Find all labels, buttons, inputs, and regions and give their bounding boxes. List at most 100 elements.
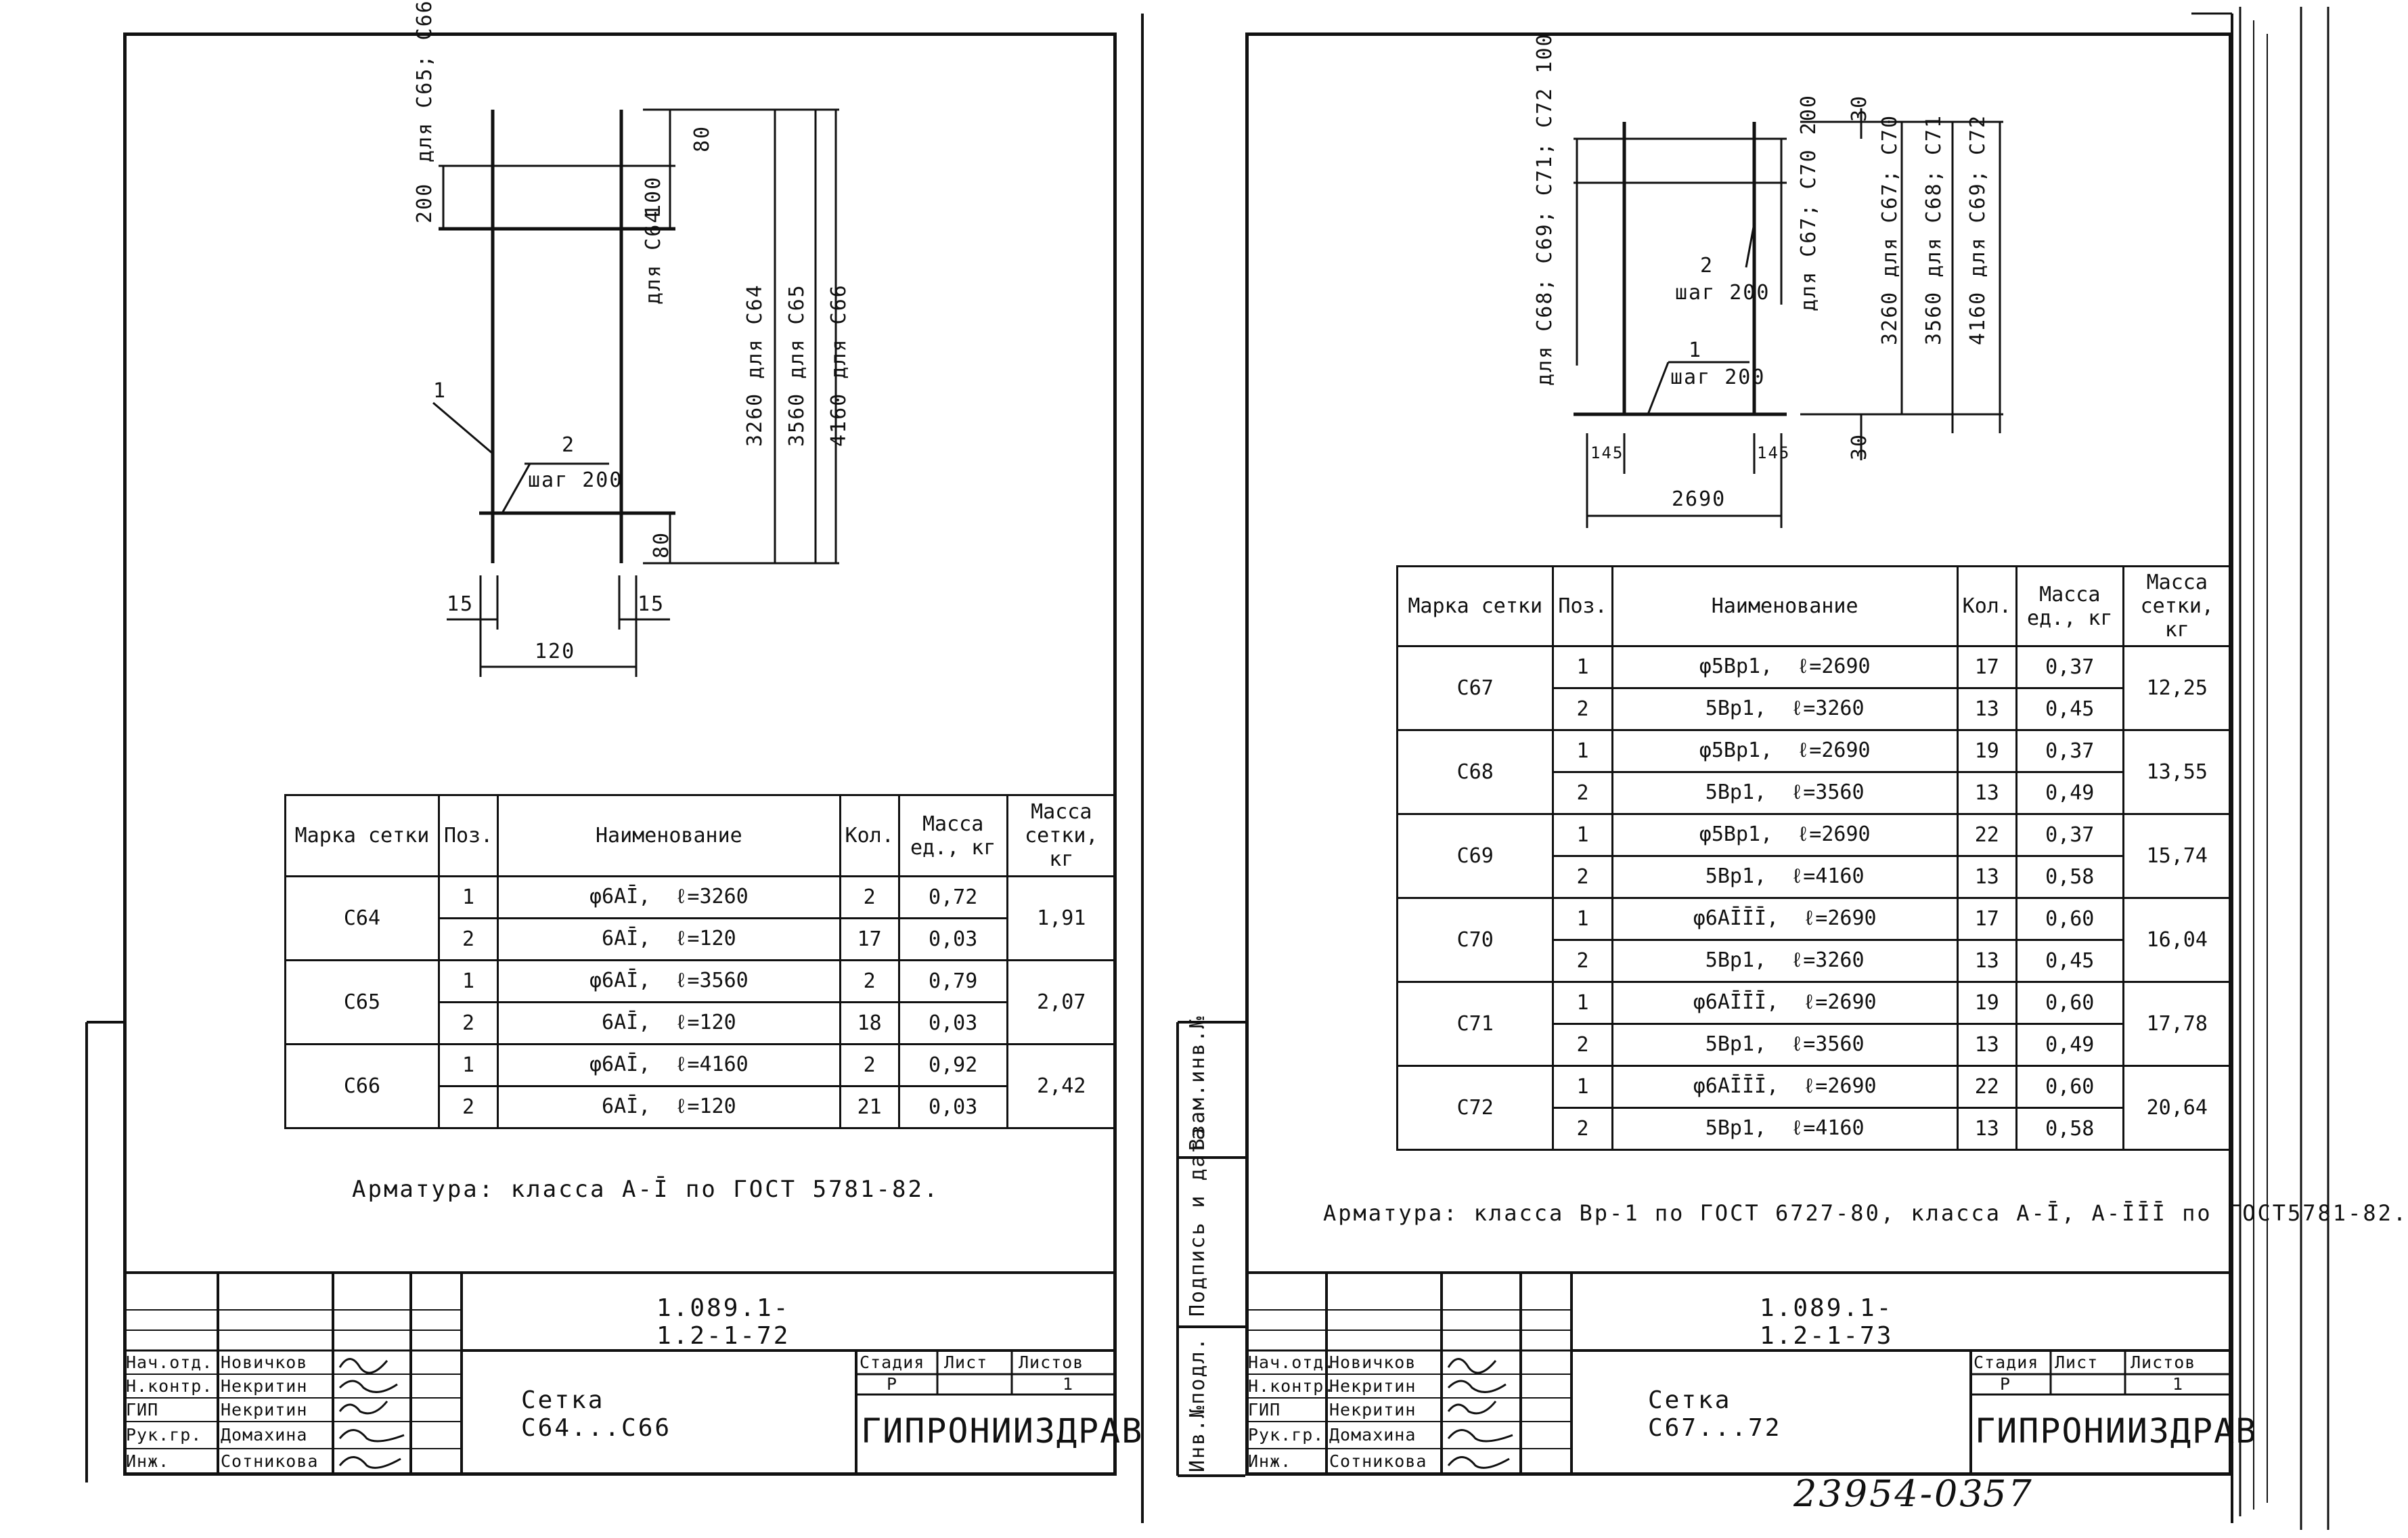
mass-cell: 0,58: [2015, 855, 2124, 899]
qty-cell: 17: [1956, 645, 2017, 689]
pos-cell: 1: [1552, 729, 1613, 773]
signer-role: Рук.гр.: [1248, 1425, 1324, 1445]
table-row: С64 1 φ6АĪ, ℓ=3260 2 0,72 1,91: [284, 875, 1117, 961]
table-row: 2 5Вр1, ℓ=3560 13 0,49: [1398, 771, 2231, 815]
qty-cell: 13: [1956, 1107, 2017, 1151]
mark-cell: С71: [1396, 981, 1555, 1067]
mass-cell: 0,03: [897, 1001, 1008, 1045]
table-row: С67 1 φ5Вр1, ℓ=2690 17 0,37 12,25: [1396, 645, 2233, 731]
left-signatures: [338, 1358, 405, 1469]
signer-name: Новичков: [1329, 1353, 1417, 1372]
mass-cell: 0,60: [2015, 897, 2124, 941]
qty-cell: 2: [839, 959, 900, 1003]
signer-name: Некритин: [1329, 1376, 1417, 1396]
name-cell: 5Вр1, ℓ=3560: [1611, 771, 1959, 815]
left-reinforcement-note: Арматура: класса А-Ī по ГОСТ 5781-82.: [352, 1176, 940, 1203]
pos-cell: 1: [1552, 897, 1613, 941]
name-cell: φ6АĪĪĪ, ℓ=2690: [1611, 981, 1959, 1025]
mass-cell: 0,45: [2015, 687, 2124, 731]
mass-cell: 0,37: [2015, 813, 2124, 857]
right-title-block-lines: [1245, 1271, 2232, 1476]
signer-role: ГИП: [1248, 1400, 1281, 1420]
pos-cell: 1: [1552, 981, 1613, 1025]
name-cell: φ6АĪ, ℓ=3260: [497, 875, 841, 919]
right-dim-145-right: 145: [1757, 443, 1791, 462]
table-row: 2 5Вр1, ℓ=4160 13 0,58: [1398, 1107, 2231, 1151]
left-stage-header: Стадия: [860, 1353, 925, 1372]
left-sheet-frame: [123, 32, 1117, 1476]
right-spec-table: Марка сетки Поз. Наименование Кол. Масса…: [1396, 565, 2233, 1151]
mass-cell: 0,60: [2015, 1065, 2124, 1109]
pos-cell: 2: [1552, 771, 1613, 815]
mass-cell: 0,60: [2015, 981, 2124, 1025]
right-doc-code: 1.089.1-1.2-1-73: [1760, 1294, 1894, 1350]
signer-name: Новичков: [221, 1353, 308, 1372]
signer-role: Нач.отд.: [1248, 1353, 1335, 1372]
handwritten-archive-code: 23954-03: [1793, 1472, 1985, 1515]
table-row: 2 6АĪ, ℓ=120 18 0,03: [286, 1001, 1116, 1045]
qty-cell: 17: [1956, 897, 2017, 941]
pos-cell: 2: [1552, 855, 1613, 899]
left-doc-title: Сетка С64...С66: [521, 1386, 672, 1442]
col-header-unit-mass: Масса ед., кг: [897, 794, 1008, 877]
handwritten-page-number: 57: [1983, 1472, 2034, 1515]
mass-cell: 0,03: [897, 917, 1008, 961]
table-row: 2 6АĪ, ℓ=120 21 0,03: [286, 1085, 1116, 1129]
mark-cell: С65: [284, 959, 440, 1045]
name-cell: 6АĪ, ℓ=120: [497, 1001, 841, 1045]
col-header-name: Наименование: [497, 794, 841, 877]
pos-cell: 1: [1552, 813, 1613, 857]
right-step1-label: шаг 200: [1670, 366, 1766, 389]
qty-cell: 13: [1956, 939, 2017, 983]
qty-cell: 13: [1956, 1023, 2017, 1067]
mark-cell: С64: [284, 875, 440, 961]
left-dim-15-right: 15: [638, 592, 665, 616]
qty-cell: 19: [1956, 729, 2017, 773]
signer-role: Нач.отд.: [126, 1353, 213, 1372]
col-header-mark: Марка сетки: [1396, 565, 1555, 647]
left-step-label: шаг 200: [528, 468, 623, 492]
pos-cell: 2: [437, 1001, 499, 1045]
mark-cell: С66: [284, 1043, 440, 1129]
left-doc-code: 1.089.1-1.2-1-72: [656, 1294, 790, 1350]
mass-cell: 0,03: [897, 1085, 1008, 1129]
total-cell: 2,07: [1006, 959, 1117, 1045]
signer-name: Некритин: [221, 1376, 308, 1396]
left-sheets-value: 1: [1063, 1374, 1074, 1394]
qty-cell: 21: [839, 1085, 900, 1129]
right-dim-145-left: 145: [1590, 443, 1624, 462]
pos-cell: 1: [437, 875, 499, 919]
total-cell: 2,42: [1006, 1043, 1117, 1129]
qty-cell: 13: [1956, 771, 2017, 815]
total-cell: 15,74: [2122, 813, 2233, 899]
name-cell: 5Вр1, ℓ=4160: [1611, 1107, 1959, 1151]
table-row: С66 1 φ6АĪ, ℓ=4160 2 0,92 2,42: [284, 1043, 1117, 1129]
right-pos2-label: 2: [1700, 254, 1714, 278]
mass-cell: 0,72: [897, 875, 1008, 919]
right-stage-value: Р: [2000, 1374, 2011, 1394]
qty-cell: 19: [1956, 981, 2017, 1025]
table-row: 2 5Вр1, ℓ=3260 13 0,45: [1398, 687, 2231, 731]
name-cell: φ6АĪ, ℓ=3560: [497, 959, 841, 1003]
right-signatures: [1447, 1358, 1513, 1469]
table-row: С69 1 φ5Вр1, ℓ=2690 22 0,37 15,74: [1396, 813, 2233, 899]
pos-cell: 2: [1552, 939, 1613, 983]
pos-cell: 2: [1552, 1023, 1613, 1067]
mass-cell: 0,37: [2015, 645, 2124, 689]
signer-role: ГИП: [126, 1400, 159, 1420]
signer-name: Сотникова: [1329, 1451, 1427, 1471]
col-header-total-mass: Масса сетки, кг: [1006, 794, 1117, 877]
name-cell: 5Вр1, ℓ=3260: [1611, 939, 1959, 983]
right-step2-label: шаг 200: [1675, 281, 1770, 305]
right-stage-header: Стадия: [1974, 1353, 2039, 1372]
table-row: С72 1 φ6АĪĪĪ, ℓ=2690 22 0,60 20,64: [1396, 1065, 2233, 1151]
signer-role: Инж.: [1248, 1451, 1292, 1471]
col-header-unit-mass: Масса ед., кг: [2015, 565, 2124, 647]
total-cell: 16,04: [2122, 897, 2233, 983]
table-row: С70 1 φ6АĪĪĪ, ℓ=2690 17 0,60 16,04: [1396, 897, 2233, 983]
pos-cell: 1: [1552, 645, 1613, 689]
right-dim-2690: 2690: [1672, 487, 1726, 511]
right-org-name: ГИПРОНИИЗДРАВ: [1975, 1411, 2258, 1451]
col-header-total-mass: Масса сетки, кг: [2122, 565, 2233, 647]
mass-cell: 0,49: [2015, 1023, 2124, 1067]
